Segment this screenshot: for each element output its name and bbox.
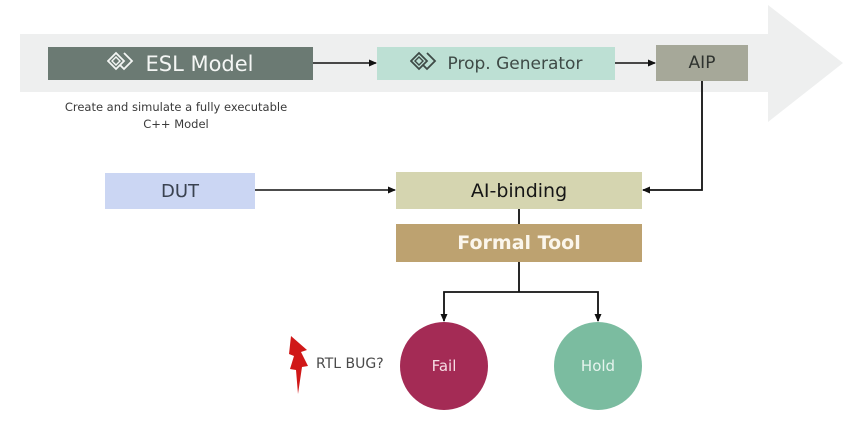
esl-model-node[interactable]: ESL Model	[48, 47, 313, 80]
prop-generator-label: Prop. Generator	[447, 53, 583, 74]
formal-tool-label: Formal Tool	[457, 232, 581, 254]
esl-caption-line-1: Create and simulate a fully executable	[64, 100, 288, 114]
dut-label: DUT	[160, 180, 200, 202]
diamond-layers-icon	[409, 51, 438, 76]
edge-aip-to-aibinding	[642, 81, 703, 194]
esl-model-label: ESL Model	[145, 51, 254, 76]
dut-node[interactable]: DUT	[105, 173, 255, 209]
fail-label: Fail	[431, 357, 457, 375]
formal-tool-node[interactable]: Formal Tool	[396, 224, 642, 262]
rtl-bug-annotation: RTL BUG?	[316, 356, 384, 372]
fail-node[interactable]: Fail	[400, 322, 488, 410]
edges	[255, 59, 703, 322]
edge-formal-to-fail	[440, 291, 519, 322]
ai-binding-label: AI-binding	[470, 179, 568, 202]
edge-formal-to-hold	[519, 291, 602, 322]
aip-node[interactable]: AIP	[656, 45, 748, 81]
esl-caption-line-2: C++ Model	[143, 117, 209, 131]
diamond-layers-icon	[107, 51, 135, 76]
hold-label: Hold	[580, 357, 616, 375]
aip-label: AIP	[688, 53, 716, 73]
lightning-bolt-icon	[289, 336, 311, 398]
ai-binding-node[interactable]: AI-binding	[396, 172, 642, 209]
prop-generator-node[interactable]: Prop. Generator	[377, 47, 615, 80]
hold-node[interactable]: Hold	[554, 322, 642, 410]
